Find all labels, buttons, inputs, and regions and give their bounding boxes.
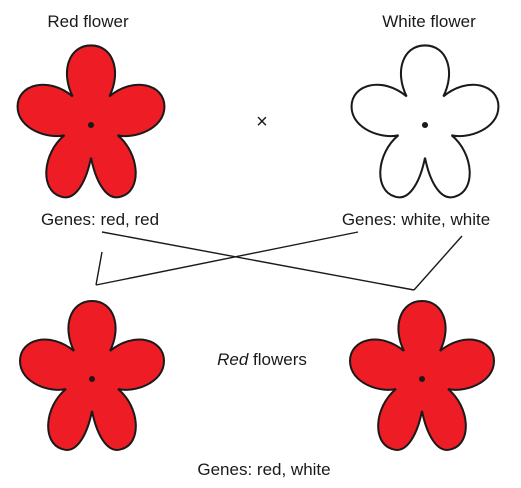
- red-flower-icon-parent: [18, 45, 165, 197]
- offspring-suffix: flowers: [248, 350, 307, 369]
- white-flower-icon-parent: [352, 45, 499, 197]
- line-left-parent-to-left-offspring: [96, 252, 102, 285]
- line-right-parent-to-left-offspring: [96, 232, 358, 285]
- line-right-parent-to-right-offspring: [414, 236, 462, 290]
- red-flower-icon-offspring-left: [20, 301, 164, 450]
- red-flower-icon-offspring-right: [350, 301, 494, 450]
- cross-lines: [96, 232, 462, 290]
- offspring-color-word: Red: [217, 350, 248, 369]
- parent-left-genes: Genes: red, red: [41, 210, 159, 230]
- offspring-phenotype-label: Red flowers: [217, 350, 307, 370]
- offspring-genes: Genes: red, white: [197, 460, 330, 480]
- parent-right-genes: Genes: white, white: [342, 210, 490, 230]
- line-left-parent-to-right-offspring: [102, 232, 414, 290]
